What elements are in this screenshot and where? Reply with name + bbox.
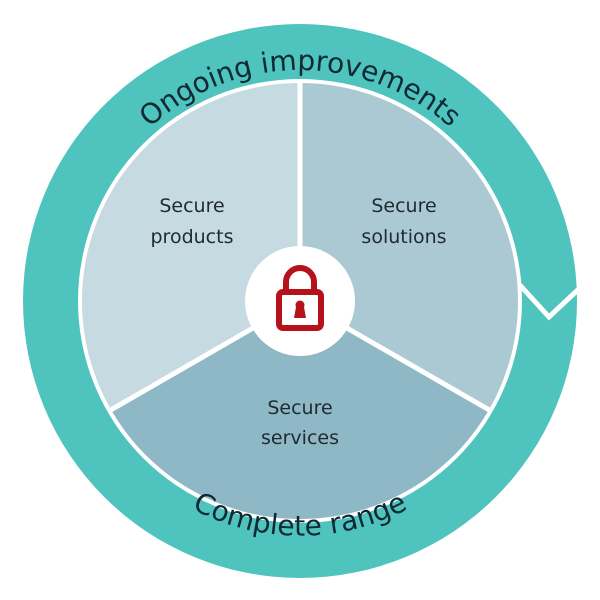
segment-services-line2: services bbox=[261, 427, 339, 449]
segment-solutions-line2: solutions bbox=[361, 226, 446, 248]
ring-arrow-notch bbox=[516, 281, 584, 321]
segment-services-line1: Secure bbox=[267, 397, 332, 419]
lock-icon bbox=[276, 265, 324, 331]
segment-products-line2: products bbox=[151, 226, 234, 248]
segment-products-line1: Secure bbox=[159, 195, 224, 217]
segment-solutions bbox=[300, 83, 519, 410]
segment-solutions-line1: Secure bbox=[371, 195, 436, 217]
segment-products bbox=[81, 83, 301, 410]
